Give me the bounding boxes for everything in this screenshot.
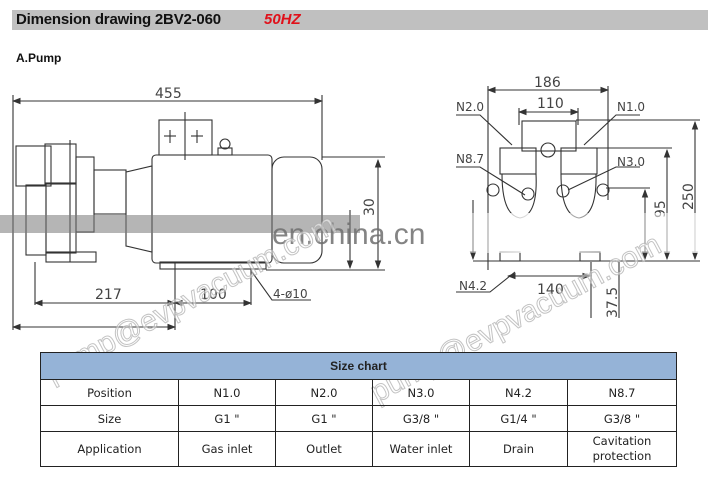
table-cell: Gas inlet (178, 431, 276, 467)
row-label: Application (40, 431, 179, 467)
dim-mounting-holes: 4-ø10 (273, 287, 308, 301)
title-bar: Dimension drawing 2BV2-060 50HZ (12, 10, 708, 30)
table-cell: Drain (469, 431, 568, 467)
dim-bolt-spacing: 100 (200, 287, 227, 303)
table-cell: N4.2 (469, 379, 568, 406)
table-cell: N8.7 (567, 379, 677, 406)
dimension-drawing: 455 217 100 4-ø10 30 (11, 75, 700, 331)
label-n4-2: N4.2 (459, 279, 487, 293)
table-cell: G3/8 " (372, 405, 470, 432)
table-cell: Cavitation protection (567, 431, 677, 467)
table-cell: G1 " (275, 405, 373, 432)
table-cell: N1.0 (178, 379, 276, 406)
row-label: Size (40, 405, 179, 432)
size-chart-table: Size chart Position N1.0 N2.0 N3.0 N4.2 … (40, 352, 677, 467)
label-n2-0: N2.0 (456, 100, 484, 114)
row-label: Position (40, 379, 179, 406)
dim-base-width: 140 (537, 282, 564, 298)
dim-height-total: 250 (681, 183, 697, 210)
frequency-label: 50HZ (264, 11, 301, 28)
table-row-size: Size G1 " G1 " G3/8 " G1/4 " G3/8 " (40, 405, 677, 432)
label-n1-0: N1.0 (617, 100, 645, 114)
label-n3-0: N3.0 (617, 155, 645, 169)
watermark-bar (0, 215, 360, 233)
table-cell: Water inlet (372, 431, 470, 467)
table-row-position: Position N1.0 N2.0 N3.0 N4.2 N8.7 (40, 379, 677, 406)
watermark-blur (440, 213, 708, 253)
dim-width: 186 (534, 75, 561, 91)
table-cell: N2.0 (275, 379, 373, 406)
dim-base-offset: 217 (95, 287, 122, 303)
page-title: Dimension drawing 2BV2-060 (16, 11, 221, 28)
table-cell: G1/4 " (469, 405, 568, 432)
size-chart-title: Size chart (40, 352, 677, 380)
label-n8-7: N8.7 (456, 152, 484, 166)
table-cell: N3.0 (372, 379, 470, 406)
table-row-application: Application Gas inlet Outlet Water inlet… (40, 431, 677, 467)
dim-height-partial: 30 (362, 198, 378, 216)
table-cell: Outlet (275, 431, 373, 467)
table-cell: G3/8 " (567, 405, 677, 432)
watermark-site: en.china.cn (272, 218, 426, 251)
section-title: A.Pump (16, 51, 62, 65)
dim-base-offset-front: 37.5 (605, 287, 621, 318)
dim-overall-length: 455 (155, 86, 182, 102)
front-view (456, 86, 700, 318)
dim-flange-spacing: 110 (537, 96, 564, 112)
side-view (11, 95, 385, 331)
table-cell: G1 " (178, 405, 276, 432)
